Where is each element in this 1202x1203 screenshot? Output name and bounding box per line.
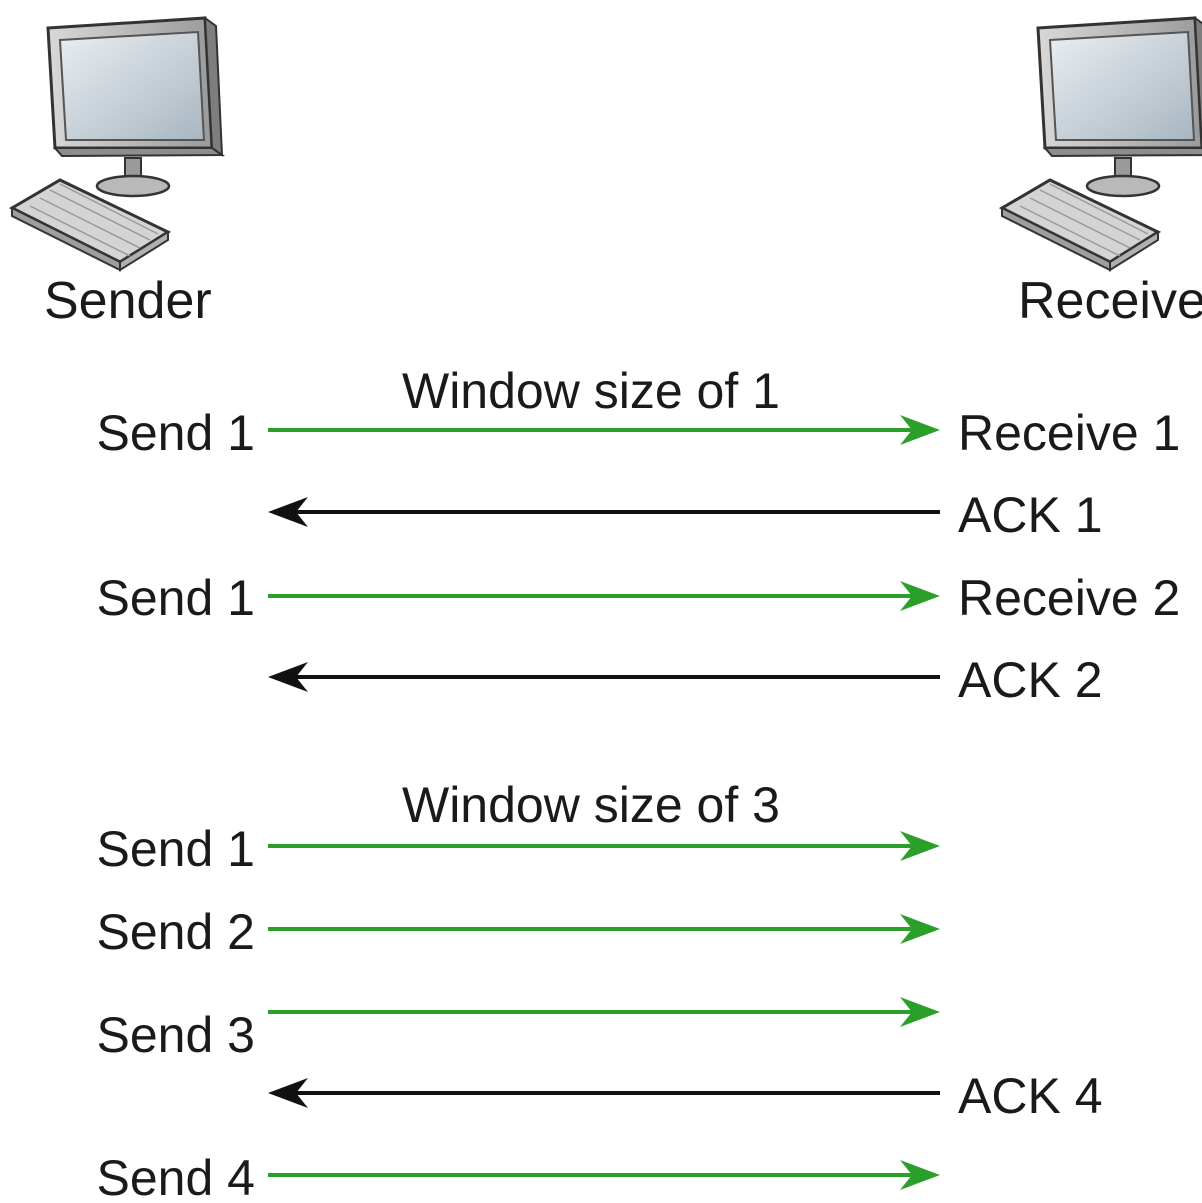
section: Window size of 1 Send 1 Receive 1 ACK 1 Send…	[97, 363, 1181, 708]
send-label: Send 3	[97, 1007, 255, 1063]
window-size-title: Window size of 3	[402, 777, 780, 833]
ack-label: ACK 4	[958, 1068, 1103, 1124]
receive-label: Receive 2	[958, 570, 1180, 626]
ack-label: ACK 1	[958, 487, 1103, 543]
data-arrow	[268, 997, 940, 1027]
ack-arrow	[268, 662, 940, 692]
data-arrow	[268, 581, 940, 611]
send-label: Send 2	[97, 904, 255, 960]
ack-label: ACK 2	[958, 652, 1103, 708]
data-arrow	[268, 914, 940, 944]
receiver-computer-icon	[1000, 16, 1202, 272]
send-label: Send 1	[97, 570, 255, 626]
section: Window size of 3 Send 1 Send 2 Send 3 ACK 4 S…	[97, 777, 1103, 1203]
data-arrow	[268, 831, 940, 861]
ack-arrow	[268, 1078, 940, 1108]
data-arrow	[268, 415, 940, 445]
receive-label: Receive 1	[958, 405, 1180, 461]
send-label: Send 1	[97, 405, 255, 461]
sender-computer-icon	[10, 16, 224, 272]
exchange-sections: Window size of 1 Send 1 Receive 1 ACK 1 Send…	[97, 363, 1181, 1203]
window-size-title: Window size of 1	[402, 363, 780, 419]
data-arrow	[268, 1160, 940, 1190]
sender-label: Sender	[44, 272, 212, 330]
ack-arrow	[268, 497, 940, 527]
receiver-label: Receiver	[1018, 272, 1202, 330]
send-label: Send 1	[97, 821, 255, 877]
send-label: Send 4	[97, 1150, 255, 1203]
